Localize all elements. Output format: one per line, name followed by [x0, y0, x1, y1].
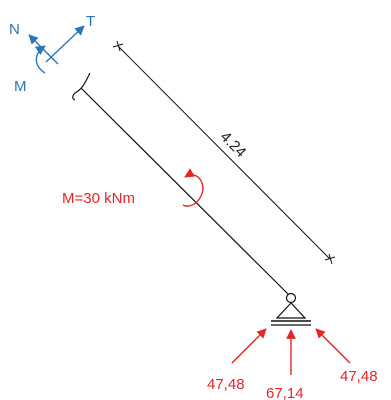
reaction-right-label: 47,48: [340, 368, 378, 385]
beam-free-end-mark: [72, 72, 91, 101]
beam-member: [80, 87, 290, 296]
moment-axis-label: M: [14, 78, 27, 95]
applied-moment: M=30 kNm: [62, 168, 204, 207]
reaction-forces: 47,48 67,14 47,48: [207, 328, 378, 400]
dimension-tick-end-b: [328, 253, 333, 265]
reaction-left-label: 47,48: [207, 376, 245, 393]
applied-moment-arrow: [182, 168, 204, 207]
dimension-tick-start-b: [116, 40, 121, 52]
pinned-support: [271, 292, 311, 326]
normal-axis-label: N: [9, 21, 20, 38]
moment-axis-arrow: [34, 45, 46, 74]
support-triangle: [275, 302, 307, 319]
tangent-axis-label: T: [86, 13, 95, 30]
support-hinge: [285, 292, 297, 304]
tangent-axis-arrow: [45, 25, 85, 63]
applied-moment-label: M=30 kNm: [62, 190, 135, 207]
reaction-right-arrow: [315, 328, 351, 364]
normal-axis-arrow: [28, 34, 59, 65]
beam-length-label: 4.24: [217, 128, 250, 161]
reaction-center-label: 67,14: [266, 385, 304, 400]
local-axes: N T M: [9, 13, 95, 95]
reaction-left-arrow: [231, 328, 267, 364]
dimension-line: [117, 45, 331, 260]
